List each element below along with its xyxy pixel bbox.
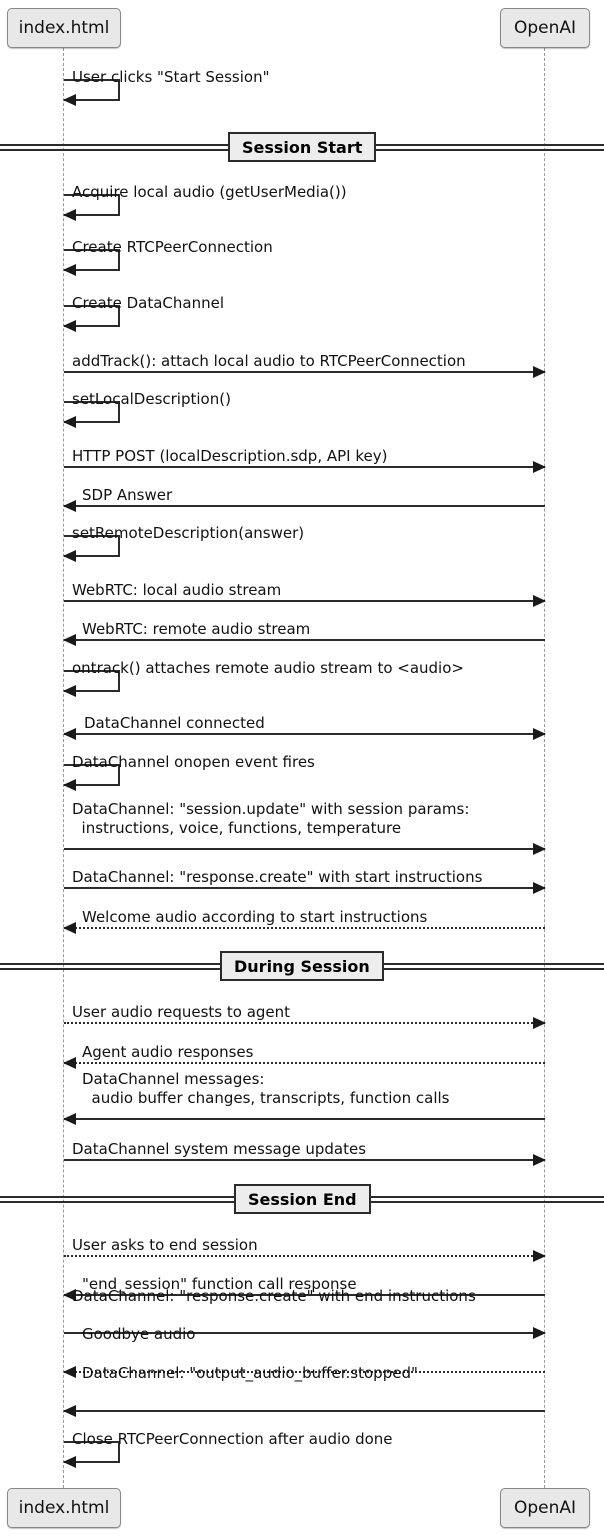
message-label: WebRTC: local audio stream [72,581,282,599]
message-shaft [64,733,545,735]
arrowhead-left [63,500,76,512]
message-label: DataChannel messages: audio buffer chang… [82,1070,450,1107]
message-shaft [64,1022,545,1024]
message-shaft [64,466,545,468]
arrowhead-left [63,94,76,106]
message-label: WebRTC: remote audio stream [82,620,311,638]
arrowhead-left [63,1366,76,1378]
message-label: DataChannel: "output_audio_buffer.stoppe… [82,1364,418,1382]
self-message-loop [64,535,120,557]
arrowhead-left [63,634,76,646]
self-message-loop [64,401,120,423]
arrowhead-right [533,461,546,473]
message-label: User asks to end session [72,1236,258,1254]
message-shaft [64,1371,545,1373]
self-message-loop [64,194,120,216]
message-label: DataChannel: "session.update" with sessi… [72,800,470,837]
divider-label-2: Session End [234,1184,371,1214]
participant-label: OpenAI [513,1497,577,1518]
self-message-loop [64,764,120,786]
arrowhead-left [63,550,76,562]
message-shaft [64,505,545,507]
arrowhead-left [63,728,76,740]
message-label: Close RTCPeerConnection after audio done [72,1430,393,1448]
arrowhead-left [63,1405,76,1417]
message-label: setRemoteDescription(answer) [72,524,305,542]
participant-box-client-bottom: index.html [7,1488,121,1528]
arrowhead-right [533,1017,546,1029]
arrowhead-right [533,595,546,607]
arrowhead-left [63,209,76,221]
message-label: User audio requests to agent [72,1003,291,1021]
message-label: DataChannel connected [84,714,265,732]
self-message-loop [64,79,120,101]
arrowhead-right [533,1327,546,1339]
message-label: Acquire local audio (getUserMedia()) [72,183,347,201]
lifeline-openai [544,48,545,1488]
arrowhead-right [533,843,546,855]
message-label: User clicks "Start Session" [72,68,270,86]
message-shaft [64,1294,545,1296]
arrowhead-left [63,264,76,276]
participant-box-client-top: index.html [7,8,121,48]
message-shaft [64,848,545,850]
message-shaft [64,1062,545,1064]
message-shaft [64,887,545,889]
message-label: Create RTCPeerConnection [72,238,273,256]
participant-label: OpenAI [513,17,577,38]
message-label: setLocalDescription() [72,390,231,408]
message-shaft [64,639,545,641]
message-shaft [64,1410,545,1412]
message-label: DataChannel: "response.create" with star… [72,868,483,886]
message-shaft [64,371,545,373]
self-message-loop [64,305,120,327]
arrowhead-left [63,685,76,697]
arrowhead-right [533,728,546,740]
participant-label: index.html [18,1497,110,1518]
message-label: Goodbye audio [82,1325,196,1343]
self-message-loop [64,1441,120,1463]
arrowhead-right [533,1250,546,1262]
lifeline-client [63,48,64,1488]
message-shaft [64,600,545,602]
arrowhead-left [63,1057,76,1069]
arrowhead-right [533,366,546,378]
arrowhead-left [63,1456,76,1468]
participant-box-openai-bottom: OpenAI [500,1488,590,1528]
arrowhead-left [63,320,76,332]
message-shaft [64,1118,545,1120]
arrowhead-left [63,416,76,428]
arrowhead-right [533,1154,546,1166]
message-label: Welcome audio according to start instruc… [82,908,428,926]
message-label: DataChannel system message updates [72,1140,367,1158]
message-label: Agent audio responses [82,1043,254,1061]
arrowhead-left [63,1289,76,1301]
message-shaft [64,927,545,929]
message-label: DataChannel onopen event fires [72,753,315,771]
participant-label: index.html [18,17,110,38]
message-label: SDP Answer [82,486,173,504]
arrowhead-left [63,1113,76,1125]
arrowhead-left [63,779,76,791]
message-shaft [64,1255,545,1257]
arrowhead-right [533,882,546,894]
message-shaft [64,1332,545,1334]
message-label: addTrack(): attach local audio to RTCPee… [72,352,466,370]
message-label: DataChannel: "response.create" with end … [72,1287,476,1305]
message-shaft [64,1159,545,1161]
divider-label-1: During Session [220,951,384,981]
message-label: "end_session" function call response [82,1275,357,1293]
self-message-loop [64,249,120,271]
self-message-loop [64,670,120,692]
divider-label-0: Session Start [228,132,377,162]
message-label: HTTP POST (localDescription.sdp, API key… [72,447,388,465]
message-label: ontrack() attaches remote audio stream t… [72,659,464,677]
participant-box-openai-top: OpenAI [500,8,590,48]
message-label: Create DataChannel [72,294,225,312]
arrowhead-left [63,922,76,934]
